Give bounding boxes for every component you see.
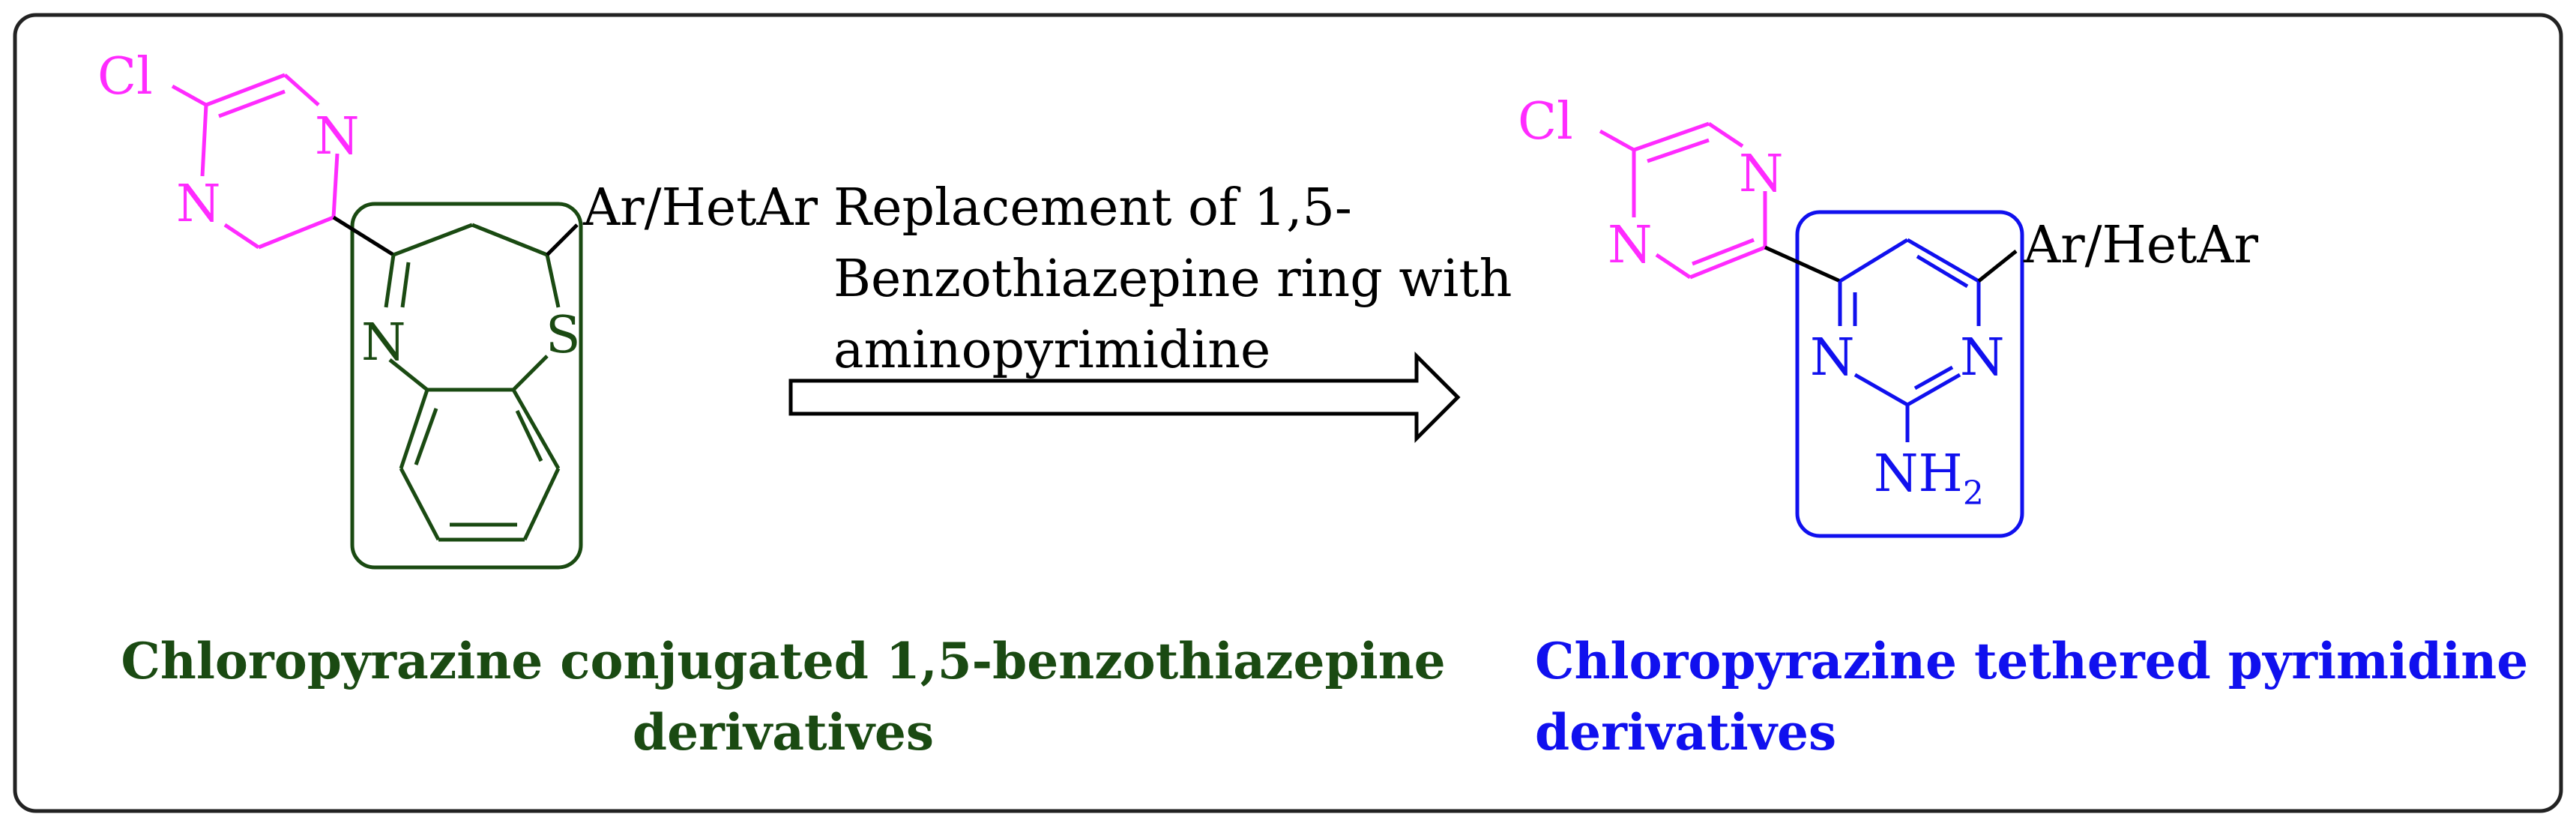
- ring-sulfur-label: S: [546, 306, 581, 365]
- arrow-text-line-1: Replacement of 1,5-: [833, 178, 1352, 238]
- pyrazine-n-top-left: N: [315, 107, 360, 166]
- chlorine-label-right: Cl: [1518, 92, 1573, 151]
- benzothiazepine-structure: Cl N N N S Ar/HetAr: [97, 47, 818, 570]
- pyrazine-n-bottom-left: N: [176, 175, 221, 234]
- benzothiazepine-highlight-box: [350, 202, 583, 570]
- right-caption-line-1: Chloropyrazine tethered pyrimidine: [1535, 632, 2528, 690]
- thiazepine-ring: [384, 223, 561, 542]
- hollow-arrow: [788, 351, 1461, 444]
- transformation-arrow: Replacement of 1,5- Benzothiazepine ring…: [788, 178, 1512, 444]
- aryl-substituent-left: Ar/HetAr: [582, 178, 818, 238]
- pyrazine-n-bottom-right: N: [1608, 216, 1653, 275]
- outer-frame: [13, 13, 2563, 813]
- chlorine-label-left: Cl: [97, 47, 153, 106]
- pyrazine-ring-right: [1599, 121, 1767, 280]
- right-caption-line-2: derivatives: [1535, 703, 1836, 762]
- aryl-bond-left: [546, 223, 579, 256]
- pyrimidine-n-right: N: [1960, 328, 2005, 388]
- pyrazine-ring-bond-left: [332, 215, 395, 257]
- pyrimidine-n-left: N: [1810, 328, 1855, 388]
- pyrimidine-structure: Cl N N N N NH2 Ar/HetAr: [1518, 92, 2259, 538]
- pyrazine-pyrimidine-bond: [1764, 245, 1841, 283]
- amino-nh: NH: [1874, 444, 1963, 504]
- left-caption-line-2: derivatives: [633, 703, 934, 762]
- arrow-text-line-2: Benzothiazepine ring with: [833, 250, 1512, 309]
- arrow-text-line-3: aminopyrimidine: [833, 321, 1270, 380]
- ring-nitrogen-label: N: [361, 313, 406, 373]
- amino-subscript: 2: [1963, 474, 1984, 513]
- pyrimidine-ring: [1838, 238, 1981, 442]
- pyrazine-ring-left: [171, 73, 340, 250]
- aryl-substituent-right: Ar/HetAr: [2023, 216, 2259, 275]
- left-caption-line-1: Chloropyrazine conjugated 1,5-benzothiaz…: [121, 632, 1445, 690]
- amino-label: NH2: [1874, 444, 1984, 513]
- aryl-bond-right: [1977, 250, 2018, 283]
- pyrazine-n-top-right: N: [1739, 145, 1784, 204]
- pyrimidine-highlight-box: [1795, 210, 2024, 538]
